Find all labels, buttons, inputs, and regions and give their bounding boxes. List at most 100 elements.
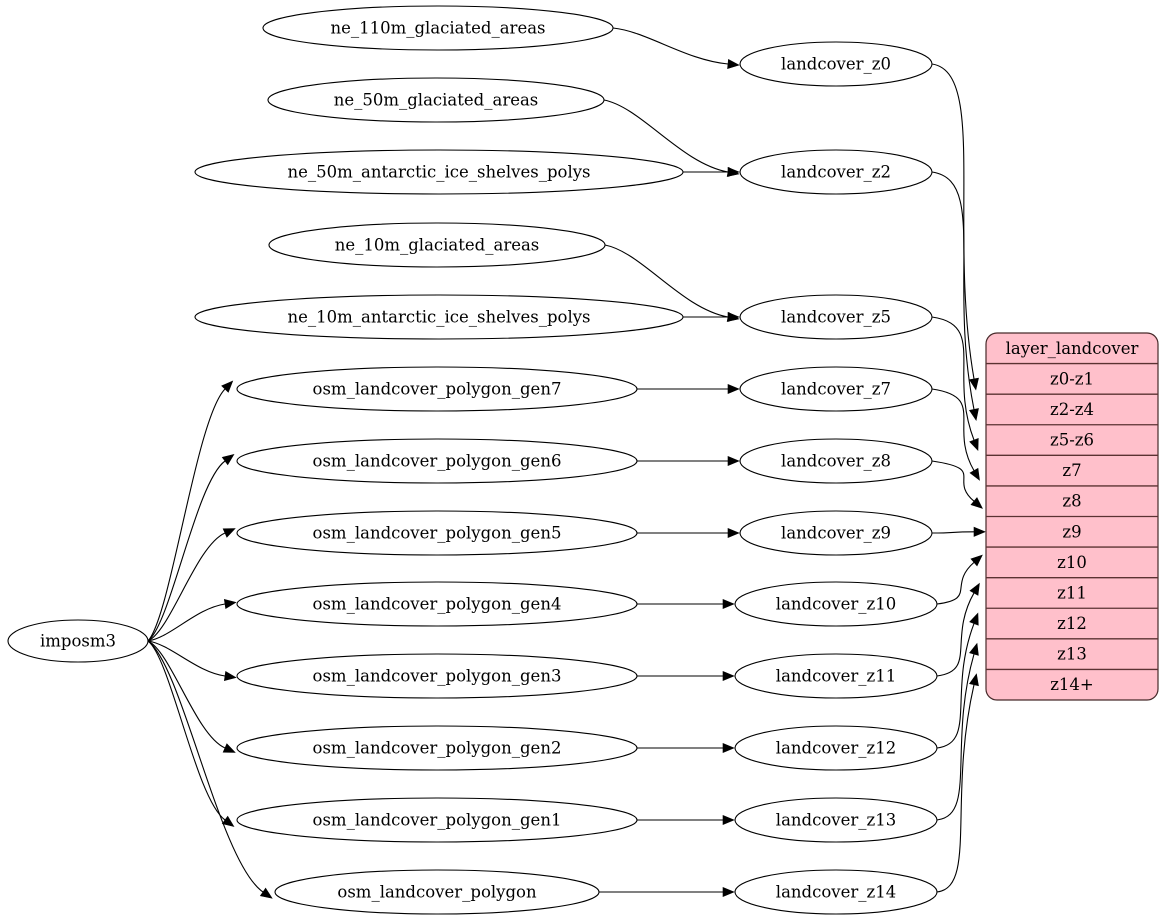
table-row-z7[interactable]: z7 — [1062, 461, 1081, 480]
node-label-osm_landcover_polygon_gen6: osm_landcover_polygon_gen6 — [313, 452, 562, 471]
node-shape-landcover_z13 — [734, 797, 938, 843]
node-landcover_z13[interactable]: landcover_z13 — [734, 797, 938, 843]
node-label-landcover_z11: landcover_z11 — [776, 667, 896, 686]
node-osm_landcover_polygon_gen1[interactable]: osm_landcover_polygon_gen1 — [236, 797, 638, 843]
edge-arrowhead — [722, 742, 735, 754]
node-label-osm_landcover_polygon_gen4: osm_landcover_polygon_gen4 — [313, 595, 562, 614]
node-shape-osm_landcover_polygon_gen3 — [236, 653, 638, 699]
edge-landcover_z14-to-z14+ — [936, 673, 979, 893]
node-osm_landcover_polygon_gen2[interactable]: osm_landcover_polygon_gen2 — [236, 725, 638, 771]
edge-landcover_z2-to-z2-z4 — [931, 171, 979, 422]
table-row-z8[interactable]: z8 — [1062, 492, 1081, 511]
edge-imposm3-to-osm_landcover_polygon_gen1 — [147, 640, 235, 827]
edge-imposm3-to-osm_landcover_polygon — [147, 640, 273, 899]
node-shape-osm_landcover_polygon_gen6 — [236, 438, 638, 484]
node-osm_landcover_polygon_gen4[interactable]: osm_landcover_polygon_gen4 — [236, 581, 638, 627]
node-shape-landcover_z2 — [739, 149, 933, 195]
node-ne_50m_glaciated_areas[interactable]: ne_50m_glaciated_areas — [267, 77, 605, 123]
edge-arrowhead — [968, 408, 979, 422]
edge-landcover_z8-to-z8 — [931, 460, 983, 509]
edge-arrowhead — [222, 528, 236, 538]
node-shape-landcover_z8 — [739, 438, 933, 484]
edge-ne_50m_antarctic_ice_shelves_polys-to-landcover_z2 — [682, 166, 740, 178]
node-imposm3[interactable]: imposm3 — [7, 619, 149, 663]
node-shape-osm_landcover_polygon — [274, 869, 600, 915]
table-row-z9[interactable]: z9 — [1062, 522, 1081, 541]
edge-osm_landcover_polygon_gen5-to-landcover_z9 — [637, 527, 740, 539]
node-landcover_z14[interactable]: landcover_z14 — [734, 869, 938, 915]
edge-landcover_z11-to-z11 — [936, 582, 980, 677]
node-label-landcover_z7: landcover_z7 — [781, 380, 891, 399]
edge-arrowhead — [969, 582, 980, 596]
node-label-landcover_z13: landcover_z13 — [776, 811, 896, 830]
edge-arrowhead — [969, 467, 980, 481]
table-row-z2-z4[interactable]: z2-z4 — [1050, 400, 1094, 419]
node-ne_110m_glaciated_areas[interactable]: ne_110m_glaciated_areas — [262, 5, 614, 51]
table-row-z12[interactable]: z12 — [1057, 614, 1087, 633]
node-osm_landcover_polygon_gen5[interactable]: osm_landcover_polygon_gen5 — [236, 510, 638, 556]
node-shape-ne_50m_antarctic_ice_shelves_polys — [194, 149, 684, 195]
edge-arrowhead — [727, 383, 740, 395]
node-landcover_z11[interactable]: landcover_z11 — [734, 653, 938, 699]
node-landcover_z7[interactable]: landcover_z7 — [739, 366, 933, 412]
edge-imposm3-to-osm_landcover_polygon_gen3 — [147, 640, 237, 681]
node-osm_landcover_polygon_gen3[interactable]: osm_landcover_polygon_gen3 — [236, 653, 638, 699]
node-osm_landcover_polygon[interactable]: osm_landcover_polygon — [274, 869, 600, 915]
node-landcover_z12[interactable]: landcover_z12 — [734, 725, 938, 771]
node-landcover_z8[interactable]: landcover_z8 — [739, 438, 933, 484]
node-label-imposm3: imposm3 — [40, 632, 116, 651]
node-label-osm_landcover_polygon_gen3: osm_landcover_polygon_gen3 — [313, 667, 562, 686]
edge-arrowhead — [222, 743, 236, 753]
edge-osm_landcover_polygon_gen6-to-landcover_z8 — [637, 455, 740, 467]
edge-arrowhead — [969, 642, 979, 656]
node-osm_landcover_polygon_gen6[interactable]: osm_landcover_polygon_gen6 — [236, 438, 638, 484]
table-row-z11[interactable]: z11 — [1057, 583, 1087, 602]
node-shape-landcover_z7 — [739, 366, 933, 412]
edge-arrowhead — [223, 670, 237, 681]
edge-arrowhead — [727, 166, 740, 178]
edge-osm_landcover_polygon_gen1-to-landcover_z13 — [637, 814, 735, 826]
node-ne_10m_glaciated_areas[interactable]: ne_10m_glaciated_areas — [268, 222, 606, 268]
edge-arrowhead — [969, 673, 979, 687]
edge-arrowhead — [973, 526, 986, 537]
node-osm_landcover_polygon_gen7[interactable]: osm_landcover_polygon_gen7 — [236, 366, 638, 412]
edge-osm_landcover_polygon_gen4-to-landcover_z10 — [637, 598, 735, 610]
edge-imposm3-to-osm_landcover_polygon_gen4 — [147, 599, 237, 642]
edge-arrowhead — [727, 58, 740, 69]
layer-landcover-table: layer_landcover z0-z1 z2-z4 z5-z6 z7 z8 z9 z10 z… — [985, 332, 1159, 701]
node-ne_10m_antarctic_ice_shelves_polys[interactable]: ne_10m_antarctic_ice_shelves_polys — [194, 294, 684, 340]
node-landcover_z0[interactable]: landcover_z0 — [739, 41, 933, 87]
node-layer: imposm3 ne_110m_glaciated_areas ne_50m_gla… — [7, 5, 938, 915]
node-shape-ne_110m_glaciated_areas — [262, 5, 614, 51]
node-landcover_z5[interactable]: landcover_z5 — [739, 294, 933, 340]
edge-landcover_z0-to-z0-z1 — [931, 63, 979, 391]
node-landcover_z2[interactable]: landcover_z2 — [739, 149, 933, 195]
table-row-z13[interactable]: z13 — [1057, 645, 1087, 664]
edge-osm_landcover_polygon_gen7-to-landcover_z7 — [637, 383, 740, 395]
table-row-z10[interactable]: z10 — [1057, 553, 1087, 572]
node-ne_50m_antarctic_ice_shelves_polys[interactable]: ne_50m_antarctic_ice_shelves_polys — [194, 149, 684, 195]
edge-landcover_z5-to-z5-z6 — [931, 316, 979, 452]
node-shape-osm_landcover_polygon_gen7 — [236, 366, 638, 412]
node-label-ne_50m_glaciated_areas: ne_50m_glaciated_areas — [334, 91, 539, 110]
node-landcover_z10[interactable]: landcover_z10 — [734, 581, 938, 627]
edge-arrowhead — [722, 670, 735, 682]
edge-landcover_z9-to-z9 — [931, 526, 986, 537]
table-row-z5-z6[interactable]: z5-z6 — [1050, 431, 1094, 450]
table-row-z14+[interactable]: z14+ — [1050, 675, 1094, 694]
node-label-osm_landcover_polygon: osm_landcover_polygon — [337, 883, 537, 902]
edge-arrowhead — [969, 437, 979, 452]
node-label-ne_110m_glaciated_areas: ne_110m_glaciated_areas — [330, 19, 545, 38]
node-landcover_z9[interactable]: landcover_z9 — [739, 510, 933, 556]
table-header-label: layer_landcover — [1006, 339, 1139, 358]
table-row-z0-z1[interactable]: z0-z1 — [1050, 369, 1094, 388]
edge-arrowhead — [727, 527, 740, 539]
edge-imposm3-to-osm_landcover_polygon_gen6 — [147, 454, 235, 642]
node-label-ne_50m_antarctic_ice_shelves_polys: ne_50m_antarctic_ice_shelves_polys — [287, 163, 590, 182]
node-label-landcover_z12: landcover_z12 — [776, 739, 896, 758]
node-shape-ne_50m_glaciated_areas — [267, 77, 605, 123]
edge-osm_landcover_polygon_gen3-to-landcover_z11 — [636, 670, 735, 682]
node-label-landcover_z8: landcover_z8 — [781, 452, 891, 471]
